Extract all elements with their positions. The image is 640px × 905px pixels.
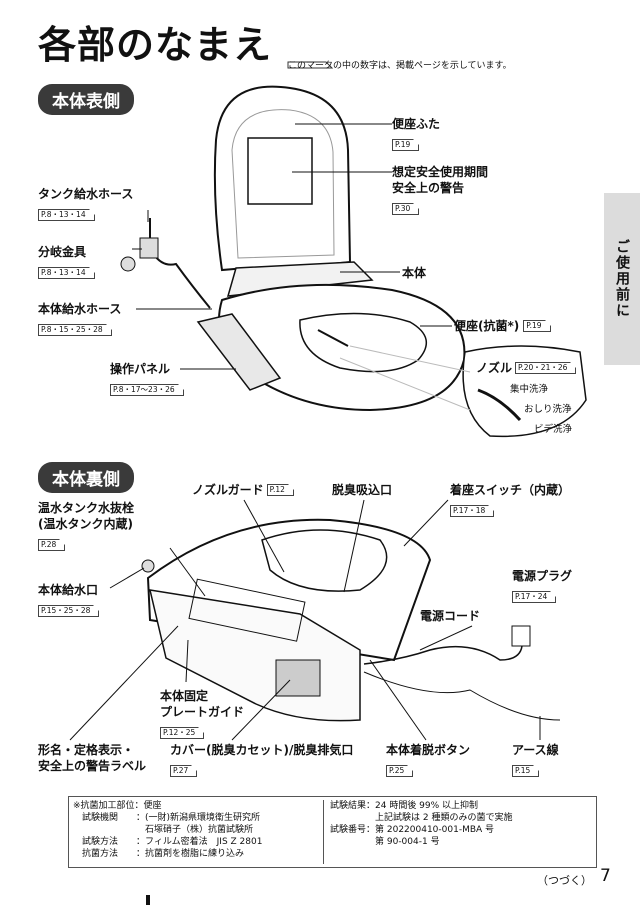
label-warning: 想定安全使用期間安全上の警告 P.30 [392, 165, 489, 215]
nozzle-part-concentrated: 集中洗浄 [510, 384, 549, 395]
label-body: 本体 [402, 266, 427, 280]
label-plate: 本体固定プレートガイド P.12・25 [160, 689, 245, 739]
nozzle-part-rear: おしり洗浄 [524, 404, 572, 415]
panel-illustration [196, 313, 282, 391]
continued-label: （つづく） [537, 874, 592, 887]
side-tab: ご使用前に [604, 193, 640, 365]
ref-mark-icon [287, 61, 334, 69]
crop-mark [146, 895, 150, 905]
label-seat: 便座(抗菌*)P.19 [454, 318, 551, 334]
plug-illustration [511, 625, 531, 647]
page-title: 各部のなまえ [38, 23, 273, 67]
front-header: 本体表側 [38, 84, 134, 115]
warning-label-rect [247, 137, 313, 205]
deodorizer-cover-illustration [275, 659, 321, 697]
mark-note: このマークの中の数字は、掲載ページを示しています。 [288, 61, 512, 71]
back-header: 本体裏側 [38, 462, 134, 493]
label-rating: 形名・定格表示・安全上の警告ラベル [38, 743, 147, 773]
page-number: 7 [600, 866, 611, 886]
antibacterial-footnote: ※抗菌加工部位：便座 試験機関 ：(一財)新潟県環境衛生研究所 石塚硝子（株）抗… [68, 796, 597, 868]
label-deodor: 脱臭吸込口 [332, 483, 393, 497]
label-switch: 着座スイッチ（内蔵）P.17・18 [450, 483, 571, 517]
label-cord: 電源コード [420, 609, 481, 623]
footnote-right: 試験結果：24 時間後 99% 以上抑制 上記試験は 2 種類のみの菌で実施 試… [323, 800, 512, 864]
label-drain: 温水タンク水抜栓(温水タンク内蔵) P.28 [38, 501, 135, 551]
nozzle-part-bidet: ビデ洗浄 [534, 424, 573, 435]
footnote-left: ※抗菌加工部位：便座 試験機関 ：(一財)新潟県環境衛生研究所 石塚硝子（株）抗… [73, 801, 263, 859]
